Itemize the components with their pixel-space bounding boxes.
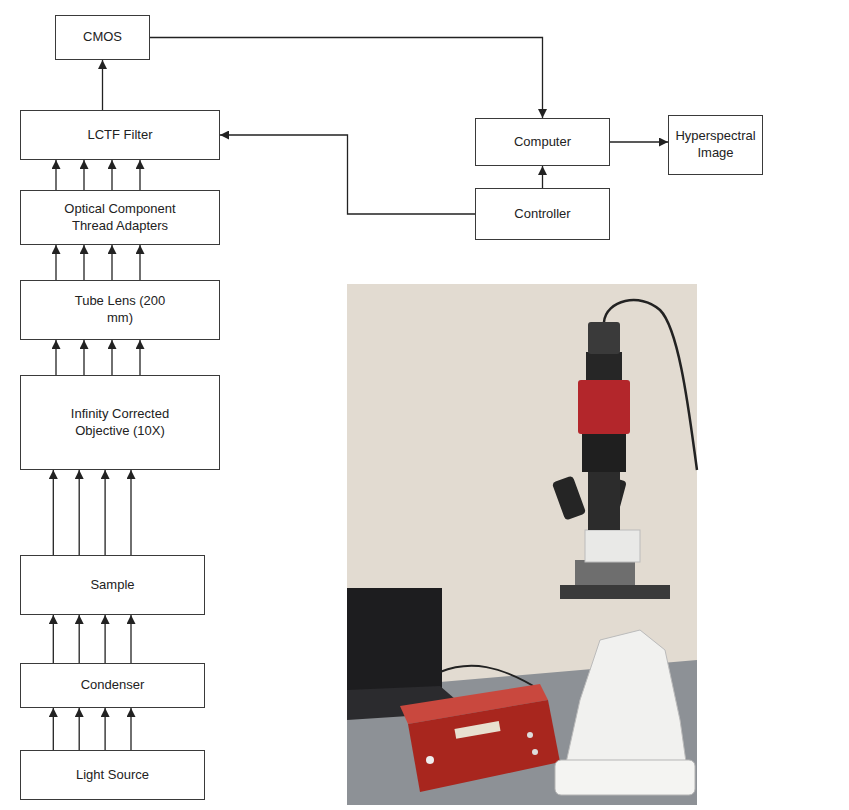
tube-adapter xyxy=(586,352,622,380)
box-label: LCTF Filter xyxy=(88,127,153,144)
arrow-line xyxy=(53,470,54,555)
process-box: Controller xyxy=(475,188,610,240)
process-box: Hyperspectral Image xyxy=(668,115,763,175)
arrow-line xyxy=(55,340,56,375)
arrow-line xyxy=(79,615,80,663)
nosepiece xyxy=(575,560,635,585)
process-box: LCTF Filter xyxy=(20,110,220,160)
controller-knob xyxy=(532,749,538,755)
arrow-line xyxy=(104,615,105,663)
arrow-line xyxy=(111,245,112,280)
microscope-stage xyxy=(560,585,670,599)
arrow-line xyxy=(83,340,84,375)
arrow-line xyxy=(111,340,112,375)
arrow-line xyxy=(139,245,140,280)
flow-arrow xyxy=(102,60,103,110)
box-label: CMOS xyxy=(83,29,122,46)
arrow-line xyxy=(130,470,131,555)
process-box: Light Source xyxy=(20,750,205,800)
arrow-line xyxy=(83,160,84,190)
box-label: Condenser xyxy=(81,677,145,694)
lctf-filter xyxy=(578,380,630,434)
flow-arrow xyxy=(542,166,543,188)
flow-arrow xyxy=(610,142,668,143)
arrow-line xyxy=(130,615,131,663)
thread-adapter xyxy=(582,432,626,472)
flow-arrow xyxy=(150,38,543,119)
microscope-base xyxy=(555,760,695,795)
trinocular-tube xyxy=(588,470,620,530)
flow-arrow xyxy=(53,708,131,750)
box-label: Infinity Corrected Objective (10X) xyxy=(50,406,190,440)
box-label: Tube Lens (200 mm) xyxy=(65,293,175,327)
photo-wall xyxy=(347,284,697,805)
process-box: Condenser xyxy=(20,663,205,708)
arrow-line xyxy=(104,470,105,555)
arrow-line xyxy=(104,708,105,750)
process-box: Sample xyxy=(20,555,205,615)
arrow-line xyxy=(610,141,668,142)
arrow-line xyxy=(53,708,54,750)
arrow-line xyxy=(542,166,543,188)
arrow-line xyxy=(55,245,56,280)
flow-arrow xyxy=(220,135,475,214)
cmos-camera xyxy=(588,322,620,354)
flow-arrow xyxy=(56,340,140,375)
process-box: Tube Lens (200 mm) xyxy=(20,280,220,340)
flow-arrow xyxy=(56,160,140,190)
arrow-line xyxy=(111,160,112,190)
controller-knob xyxy=(527,732,533,738)
controller-display xyxy=(454,721,500,739)
box-label: Sample xyxy=(90,577,134,594)
box-label: Controller xyxy=(514,206,570,223)
arrow-line xyxy=(150,38,543,119)
box-label: Hyperspectral Image xyxy=(675,128,755,162)
flow-arrow xyxy=(56,245,140,280)
microscope-head xyxy=(585,530,640,562)
laptop-screen xyxy=(347,588,442,692)
process-box: Computer xyxy=(475,118,610,166)
camera-cable xyxy=(604,300,697,470)
flow-arrow xyxy=(53,615,131,663)
arrow-line xyxy=(139,160,140,190)
box-label: Optical Component Thread Adapters xyxy=(45,201,195,235)
box-label: Light Source xyxy=(76,767,149,784)
arrow-line xyxy=(79,708,80,750)
eyepiece xyxy=(552,475,586,520)
controller-front xyxy=(408,700,560,792)
arrow-line xyxy=(53,615,54,663)
arrow-line xyxy=(79,470,80,555)
process-box: Optical Component Thread Adapters xyxy=(20,190,220,245)
arrow-line xyxy=(139,340,140,375)
arrow-line xyxy=(83,245,84,280)
arrow-line xyxy=(220,135,475,214)
flow-arrow xyxy=(53,470,131,555)
box-label: Computer xyxy=(514,134,571,151)
arrow-line xyxy=(102,60,103,110)
controller-switch xyxy=(426,756,434,764)
arrow-line xyxy=(55,160,56,190)
arrow-line xyxy=(130,708,131,750)
process-box: Infinity Corrected Objective (10X) xyxy=(20,375,220,470)
process-box: CMOS xyxy=(55,15,150,60)
